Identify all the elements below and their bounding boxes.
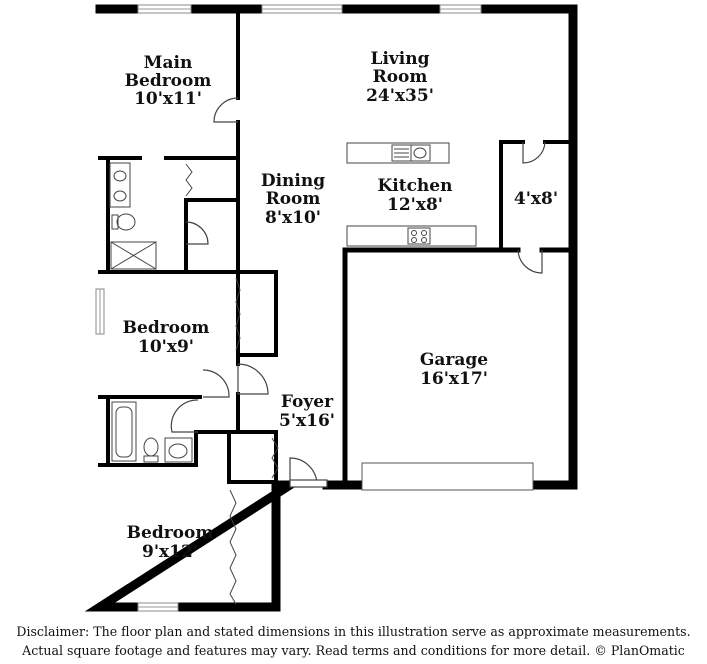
disclaimer-line-1: Disclaimer: The floor plan and stated di… [16, 624, 691, 639]
bifold-doors [185, 163, 279, 605]
garage-name: Garage [420, 350, 488, 370]
disclaimer-line-2: Actual square footage and features may v… [22, 643, 685, 658]
bedroom-2-size: 10'x9' [138, 337, 194, 357]
main-bedroom-name-1: Main [144, 53, 193, 73]
main-bath-fixtures [109, 162, 157, 270]
garage-size: 16'x17' [420, 369, 488, 389]
closet-size: 4'x8' [514, 189, 558, 209]
hall-bath-fixtures [111, 401, 193, 463]
living-room-size: 24'x35' [366, 86, 434, 106]
main-bedroom-name-2: Bedroom [125, 71, 212, 91]
dining-room-name-2: Room [266, 189, 321, 209]
bedroom-3-size: 9'x12' [142, 542, 198, 562]
kitchen-fixtures [346, 142, 477, 247]
bedroom-3-name: Bedroom [127, 523, 214, 543]
kitchen-size: 12'x8' [387, 195, 443, 215]
room-labels: Main Bedroom 10'x11' Living Room 24'x35'… [123, 49, 558, 562]
doors [170, 97, 546, 488]
disclaimer: Disclaimer: The floor plan and stated di… [0, 622, 707, 660]
interior-walls [98, 7, 575, 487]
living-room-name-2: Room [373, 67, 428, 87]
dining-room-size: 8'x10' [265, 208, 321, 228]
foyer-name: Foyer [281, 392, 334, 412]
window-lines [99, 8, 481, 608]
garage-walls [342, 247, 576, 488]
kitchen-name: Kitchen [378, 176, 453, 196]
foyer-size: 5'x16' [279, 411, 335, 431]
living-room-name-1: Living [371, 49, 430, 69]
dining-room-name-1: Dining [261, 171, 325, 191]
bedroom-2-name: Bedroom [123, 318, 210, 338]
main-bedroom-size: 10'x11' [134, 89, 202, 109]
